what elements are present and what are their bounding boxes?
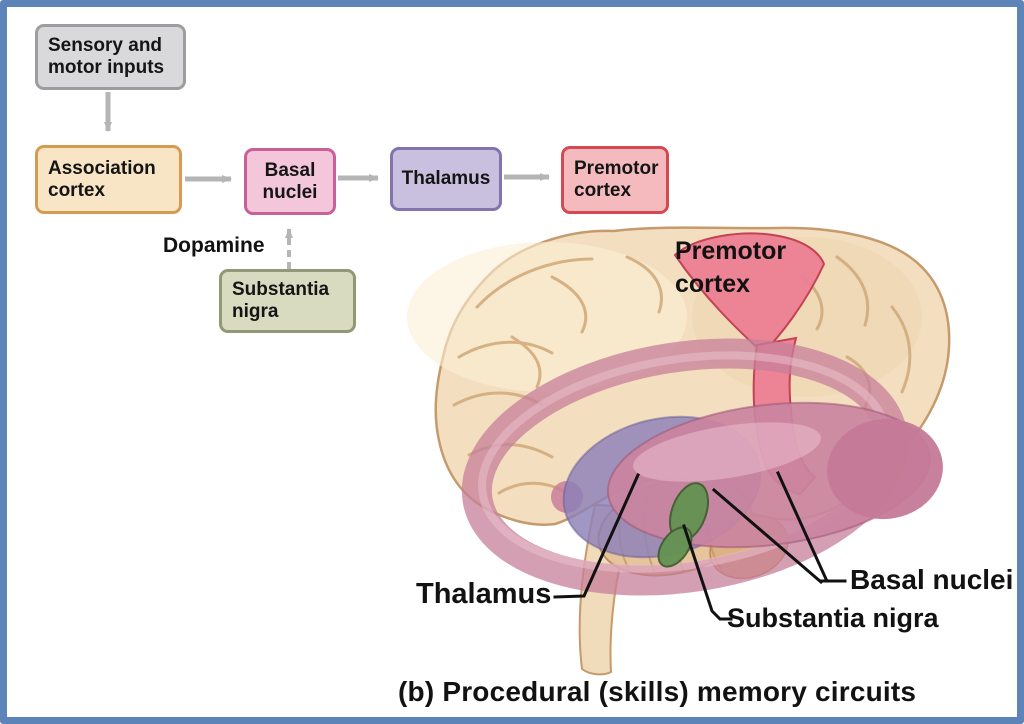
flow-arrows — [104, 92, 550, 269]
brain-label-thalamus: Thalamus — [416, 578, 552, 610]
brain-label-basal-nuclei: Basal nuclei — [850, 564, 1014, 595]
dopamine-label: Dopamine — [163, 234, 265, 257]
flow-box-label: Association cortex — [48, 157, 156, 201]
brain-illustration — [104, 92, 951, 676]
flow-box-sensory-motor-inputs: Sensory and motor inputs — [35, 24, 186, 90]
flow-box-label: Basal nuclei — [262, 159, 318, 203]
leader-lines — [553, 471, 847, 621]
flow-box-premotor-cortex: Premotor cortex — [561, 146, 669, 214]
flow-box-basal-nuclei: Basal nuclei — [244, 148, 336, 215]
flow-box-substantia-nigra: Substantia nigra — [219, 269, 356, 333]
flow-box-label: Substantia nigra — [232, 279, 330, 322]
brain-label-premotor-cortex: Premotor cortex — [675, 237, 787, 298]
figure-caption: (b) Procedural (skills) memory circuits — [398, 676, 917, 707]
brain-label-substantia-nigra: Substantia nigra — [727, 603, 939, 633]
flow-box-association-cortex: Association cortex — [35, 145, 182, 214]
flow-box-label: Sensory and motor inputs — [48, 35, 165, 78]
flow-box-label: Thalamus — [401, 168, 491, 189]
flow-box-thalamus: Thalamus — [390, 147, 502, 211]
flow-box-label: Premotor cortex — [574, 158, 659, 201]
substantia-nigra-shape — [657, 482, 709, 568]
